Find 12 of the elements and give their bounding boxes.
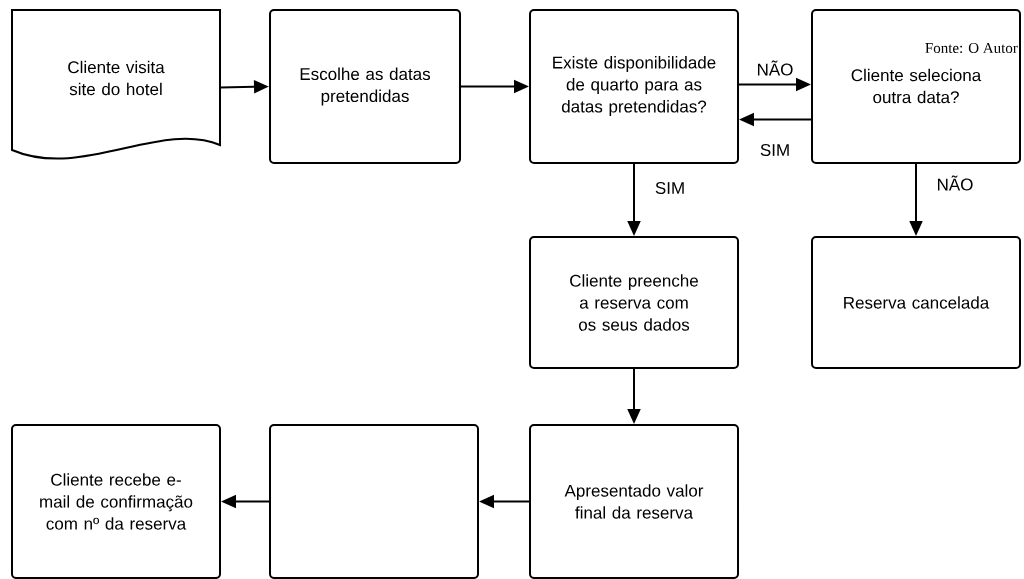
- edge-label: NÃO: [935, 174, 975, 192]
- process-box: Existe disponibilidade de quarto para as datas pretendidas?: [529, 9, 739, 164]
- process-box: Escolhe as datas pretendidas: [269, 9, 461, 164]
- process-box: Apresentado valor final da reserva: [529, 424, 739, 579]
- edge-label: SIM: [758, 143, 792, 157]
- edge-label: NÃO: [755, 59, 795, 77]
- edge-label: SIM: [653, 181, 687, 195]
- process-box: Cliente preenche a reserva com os seus dados: [529, 236, 739, 369]
- process-box: Cliente recebe e-mail de confirmação com nº da reserva: [11, 424, 221, 579]
- process-box: [269, 424, 479, 579]
- process-box: Reserva cancelada: [811, 236, 1021, 369]
- source-note: Fonte: O Autor: [925, 42, 1018, 54]
